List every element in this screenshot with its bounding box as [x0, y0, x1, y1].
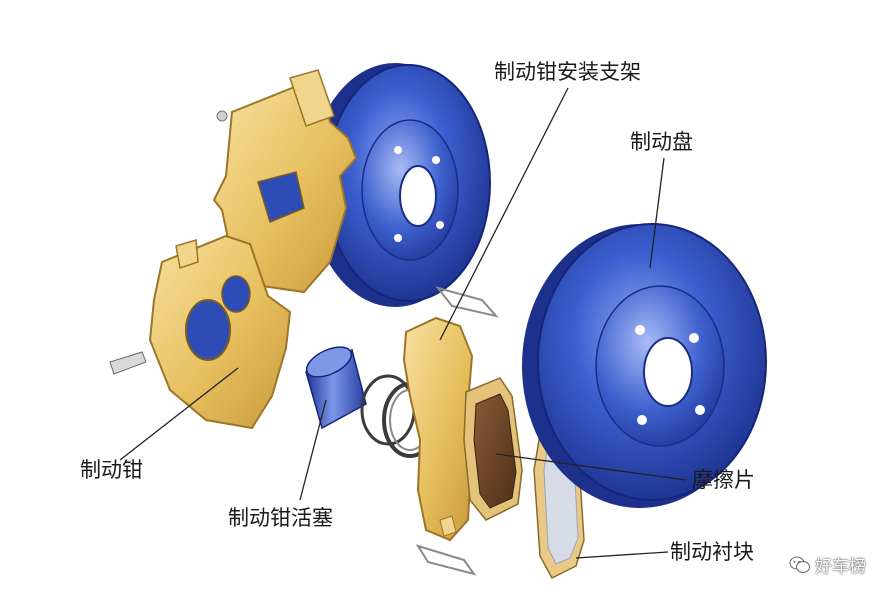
brake-disc-assembled	[309, 63, 491, 307]
label-disc: 制动盘	[630, 130, 693, 154]
leader-backing	[575, 551, 669, 559]
leader-bracket	[439, 87, 569, 341]
label-caliper: 制动钳	[80, 458, 143, 482]
brake-disc-exploded	[522, 223, 767, 508]
leader-pad	[495, 453, 687, 481]
brake-piston	[305, 346, 367, 430]
label-backing: 制动衬块	[670, 540, 754, 564]
anti-rattle-clips	[415, 286, 499, 576]
leader-piston	[299, 399, 327, 501]
bleed-screw	[109, 351, 147, 375]
caliper-mounting-bracket	[402, 316, 474, 542]
wechat-icon	[789, 556, 810, 573]
leader-lines	[119, 87, 687, 559]
label-pad: 摩擦片	[692, 468, 755, 492]
label-piston: 制动钳活塞	[228, 506, 333, 530]
label-bracket: 制动钳安装支架	[494, 60, 641, 84]
friction-pad	[463, 377, 523, 521]
watermark-text: 好车榜	[815, 557, 866, 577]
caliper-assembled	[212, 69, 358, 294]
leader-caliper	[119, 367, 239, 461]
watermark: 好车榜	[789, 552, 866, 577]
caliper-exploded	[148, 234, 292, 430]
leader-disc	[649, 157, 665, 269]
